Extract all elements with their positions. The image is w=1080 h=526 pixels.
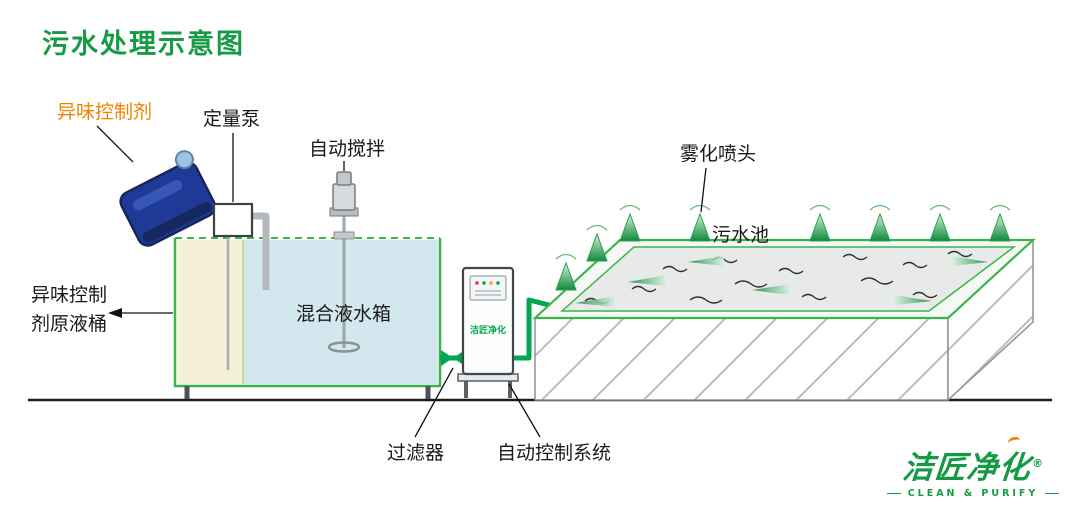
label-stock-barrel-line2: 剂原液桶 [31,312,108,335]
page-title: 污水处理示意图 [42,29,245,60]
label-atomizing-nozzle: 雾化喷头 [680,143,757,165]
registered-mark: ® [1031,456,1045,470]
tagline-text: CLEAN & PURIFY [907,488,1039,499]
nozzle-spray-arcs [555,204,1011,260]
brand-name: 洁匠净化 [900,450,1032,486]
brand-logo: 洁匠净化® CLEAN & PURIFY [884,435,1062,499]
label-mixing-tank: 混合液水箱 [296,303,392,325]
label-sewage-pool: 污水池 [712,224,770,246]
label-odor-agent: 异味控制剂 [57,101,153,123]
label-auto-stir: 自动搅拌 [309,138,386,160]
filter-valve [441,350,453,366]
brand-tagline: CLEAN & PURIFY [884,488,1062,499]
cabinet-brand-text: 洁匠净化 [470,324,506,336]
tagline-bar-right [1045,493,1060,494]
tagline-bar-left [886,493,901,494]
barrel-arrow-head [108,308,122,318]
brand-logo-text: 洁匠净化® [900,435,1046,487]
mixer-shape [327,171,361,353]
control-cabinet-shape: 洁匠净化 [457,266,519,398]
label-stock-barrel: 异味控制 剂原液桶 [31,281,107,338]
filter-pointer [414,367,454,438]
nozzle-pointer [700,167,707,213]
label-auto-control: 自动控制系统 [497,442,612,464]
metering-pump-shape [212,202,270,370]
pool-water-surface [560,246,1017,312]
mixing-tank-shape [173,237,442,399]
sewage-pool-shape [532,204,1036,402]
label-metering-pump: 定量泵 [203,108,261,130]
odor-agent-pointer [96,125,134,163]
control-system-pointer [508,383,541,438]
atomizing-nozzles [555,212,1011,291]
spray-plumes [575,256,988,307]
label-filter: 过滤器 [387,442,445,464]
odor-agent-can [119,150,217,247]
pointer-lines [96,125,707,438]
label-stock-barrel-line1: 异味控制 [31,284,108,306]
